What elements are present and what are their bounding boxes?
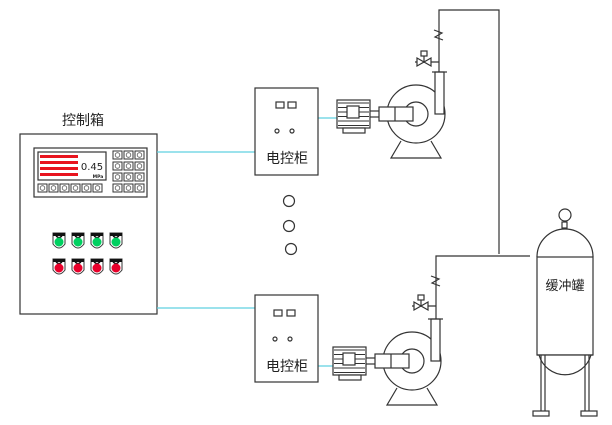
button-icon xyxy=(287,336,293,342)
red-indicator-light xyxy=(52,258,66,275)
keypad-key xyxy=(123,161,134,171)
centrifugal-pump-icon xyxy=(374,318,443,406)
buffer-tank: 缓冲罐 xyxy=(532,208,598,417)
pressure-value: 0.45 xyxy=(81,162,103,173)
red-indicator-light xyxy=(71,258,85,275)
keypad-key xyxy=(81,183,92,193)
meter-icon xyxy=(275,101,285,109)
green-indicator-light xyxy=(52,232,66,249)
button-icon xyxy=(272,336,278,342)
keypad-key xyxy=(134,161,145,171)
keypad-key xyxy=(112,161,123,171)
keypad-key xyxy=(92,183,103,193)
safety-valve-icon xyxy=(558,208,572,222)
cabinet-label: 电控柜 xyxy=(266,359,308,375)
centrifugal-pump-icon xyxy=(378,71,447,159)
check-valve-icon xyxy=(433,29,444,41)
display-bars xyxy=(40,155,78,176)
meter-icon xyxy=(286,309,296,317)
keypad-key xyxy=(112,183,123,193)
button-icon xyxy=(289,128,295,134)
discharge-pipe-1 xyxy=(415,9,500,254)
control-box-title: 控制箱 xyxy=(62,113,104,129)
pressure-unit: MPa xyxy=(93,174,104,180)
display-bar xyxy=(40,167,78,170)
button-icon xyxy=(274,128,280,134)
tank-label: 缓冲罐 xyxy=(545,279,584,294)
keypad-key xyxy=(123,172,134,182)
motor-icon xyxy=(332,346,375,381)
motor-icon xyxy=(336,99,379,134)
electric-cabinet-2: 电控柜 xyxy=(254,294,319,383)
gate-valve-icon xyxy=(416,50,432,68)
display-bar xyxy=(40,161,78,164)
keypad-key xyxy=(37,183,48,193)
discharge-pipe-2 xyxy=(412,255,530,319)
check-valve-icon xyxy=(430,275,441,287)
ellipsis-dot xyxy=(282,219,296,233)
red-indicator-light xyxy=(109,258,123,275)
keypad-key xyxy=(134,183,145,193)
keypad-key xyxy=(112,172,123,182)
display-bar xyxy=(40,155,78,158)
controller-keypad xyxy=(37,150,145,193)
green-indicator-light xyxy=(90,232,104,249)
motor-pump-1 xyxy=(336,71,447,159)
meter-icon xyxy=(287,101,297,109)
ellipsis-dot xyxy=(284,242,298,256)
keypad-key xyxy=(123,150,134,160)
green-indicator-light xyxy=(109,232,123,249)
gate-valve-icon xyxy=(413,294,429,312)
keypad-key xyxy=(123,183,134,193)
meter-icon xyxy=(273,309,283,317)
indicator-lights xyxy=(52,232,123,275)
keypad-key xyxy=(134,150,145,160)
display-bar xyxy=(40,173,78,176)
keypad-key xyxy=(112,150,123,160)
keypad-key xyxy=(59,183,70,193)
red-indicator-light xyxy=(90,258,104,275)
cabinet-label: 电控柜 xyxy=(266,151,308,167)
electric-cabinet-1: 电控柜 xyxy=(254,87,319,176)
keypad-key xyxy=(134,172,145,182)
keypad-key xyxy=(48,183,59,193)
green-indicator-light xyxy=(71,232,85,249)
ellipsis-dot xyxy=(282,194,296,208)
motor-pump-2 xyxy=(332,318,443,406)
keypad-key xyxy=(70,183,81,193)
